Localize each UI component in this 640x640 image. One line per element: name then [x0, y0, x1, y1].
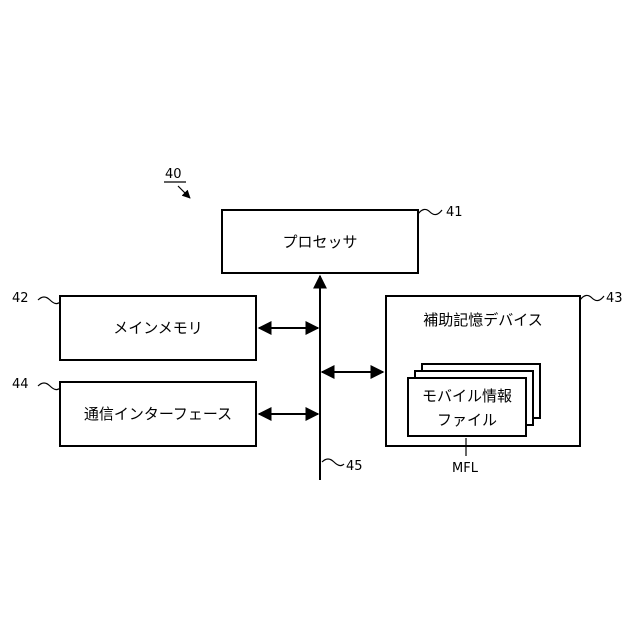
mobile-file-label-line2: ファイル	[437, 411, 497, 429]
main-memory-ref-leader	[38, 297, 60, 304]
aux-storage-ref-leader	[580, 295, 604, 300]
bus-ref-leader	[322, 459, 344, 466]
mobile-file-label-line1: モバイル情報	[422, 387, 512, 405]
aux-storage-ref: 43	[606, 291, 623, 306]
comm-interface-ref: 44	[12, 377, 29, 392]
mobile-file-ref: MFL	[452, 461, 479, 476]
processor-label: プロセッサ	[282, 233, 357, 251]
aux-storage-label: 補助記憶デバイス	[423, 311, 543, 329]
comm-interface-ref-leader	[38, 383, 60, 390]
figure-ref-arrow	[178, 186, 190, 198]
main-memory-ref: 42	[12, 291, 29, 306]
processor-ref: 41	[446, 205, 463, 220]
processor-ref-leader	[418, 209, 442, 214]
bus-ref: 45	[346, 459, 363, 474]
figure-ref-label: 40	[165, 167, 182, 182]
comm-interface-label: 通信インターフェース	[84, 405, 232, 423]
main-memory-label: メインメモリ	[113, 319, 203, 337]
